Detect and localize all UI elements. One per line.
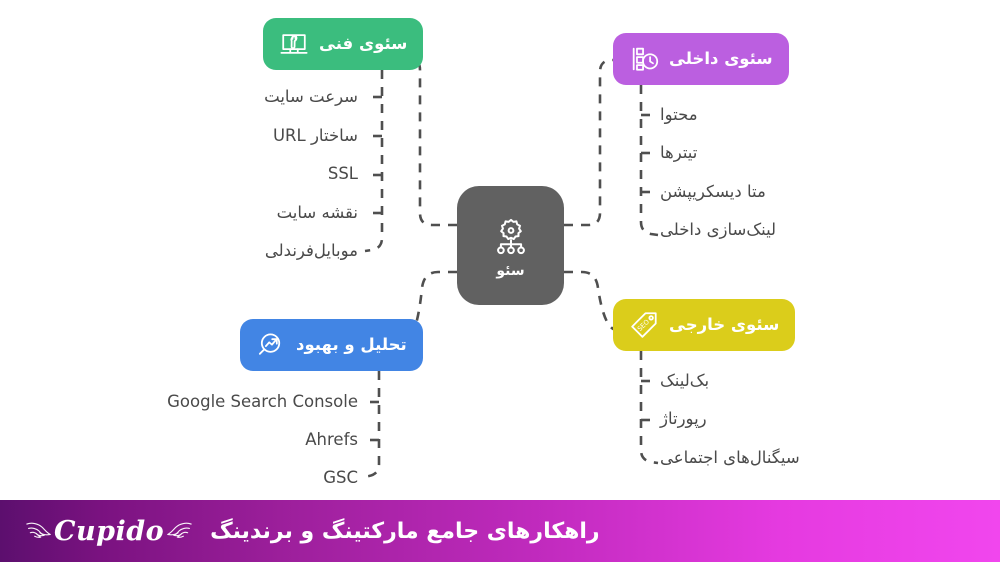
seo-hierarchy-gear-icon bbox=[496, 218, 525, 254]
leaf-analytics-2: Ahrefs bbox=[305, 430, 358, 449]
magnifier-growth-arrow-icon bbox=[258, 333, 281, 355]
wing-left-icon bbox=[26, 522, 51, 538]
branch-title-tech: سئوی فنی bbox=[319, 33, 408, 53]
leaf-onpage-2: تیترها bbox=[660, 143, 698, 162]
wing-right-icon bbox=[167, 522, 192, 538]
branch-title-offpage: سئوی خارجی bbox=[669, 314, 780, 334]
branch-pill-tech[interactable]: سئوی فنی bbox=[263, 18, 424, 70]
monitor-wrench-icon bbox=[280, 34, 308, 54]
leaf-analytics-1: Google Search Console bbox=[167, 392, 358, 411]
leaf-offpage-2: رپورتاژ bbox=[660, 409, 707, 428]
leaf-onpage-1: محتوا bbox=[660, 105, 698, 124]
bottom-banner: راهکارهای جامع مارکتینگ و برندینگ Cupido bbox=[0, 500, 1000, 562]
banner-tagline: راهکارهای جامع مارکتینگ و برندینگ bbox=[210, 518, 600, 544]
leaf-tech-3: SSL bbox=[327, 164, 358, 183]
trunk-offpage bbox=[639, 351, 659, 465]
branch-pill-offpage[interactable]: سئوی خارجی SEO bbox=[613, 299, 796, 351]
leaf-tech-1: سرعت سایت bbox=[264, 87, 358, 106]
leaf-analytics-3: GSC bbox=[323, 468, 358, 487]
leaf-offpage-3: سیگنال‌های اجتماعی bbox=[660, 448, 800, 467]
branch-title-analytics: تحلیل و بهبود bbox=[296, 334, 407, 354]
branch-pill-onpage[interactable]: سئوی داخلی bbox=[613, 33, 789, 85]
center-node-label: سئو bbox=[496, 262, 525, 279]
list-clock-icon bbox=[632, 47, 659, 71]
wire-center-tech bbox=[398, 56, 457, 227]
leaf-tech-5: موبایل‌فرندلی bbox=[264, 241, 358, 260]
leaf-onpage-3: متا دیسکریپشن bbox=[660, 182, 766, 201]
leaf-offpage-1: بک‌لینک bbox=[660, 371, 710, 390]
leaf-tech-2: ساختار URL bbox=[272, 126, 358, 145]
trunk-analytics bbox=[361, 371, 381, 479]
brand-logo[interactable]: Cupido bbox=[0, 518, 210, 545]
seo-tag-icon: SEO bbox=[631, 312, 657, 338]
wire-center-onpage bbox=[564, 58, 622, 227]
brand-name: Cupido bbox=[54, 515, 165, 547]
trunk-onpage bbox=[639, 85, 659, 237]
center-node-seo[interactable]: سئو bbox=[457, 186, 564, 305]
branch-pill-analytics[interactable]: تحلیل و بهبود bbox=[240, 319, 423, 371]
trunk-tech bbox=[364, 70, 384, 253]
leaf-tech-4: نقشه سایت bbox=[276, 203, 358, 222]
branch-title-onpage: سئوی داخلی bbox=[669, 48, 773, 68]
leaf-onpage-4: لینک‌سازی داخلی bbox=[660, 220, 777, 239]
